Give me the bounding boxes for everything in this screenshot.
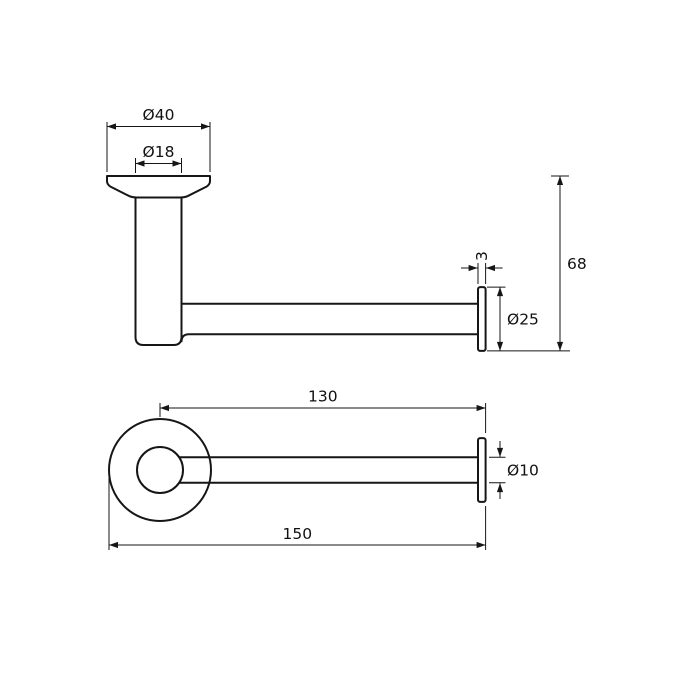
plan-view — [108, 418, 487, 522]
dim-overall-length — [108, 477, 487, 550]
dim-label-disc-diameter: Ø25 — [507, 311, 539, 329]
dim-label-flange-diameter: Ø40 — [143, 106, 175, 124]
dim-disc-diameter — [487, 286, 506, 351]
dimension-lines — [106, 122, 570, 550]
dim-label-disc-thickness: 3 — [473, 251, 491, 261]
dim-arm-length — [159, 403, 487, 433]
side-view-post — [134, 196, 183, 346]
dim-label-overall-height: 68 — [567, 255, 587, 273]
dim-label-post-diameter: Ø18 — [143, 143, 175, 161]
dim-post-diameter — [135, 158, 182, 173]
dim-arm-diameter — [489, 441, 506, 499]
plan-view-post-circle — [136, 446, 184, 494]
side-view-flange — [106, 175, 211, 199]
plan-view-end-disc — [477, 437, 487, 503]
dim-label-overall-length: 150 — [283, 525, 313, 543]
side-view-arm-bottom-line — [180, 333, 479, 343]
dim-overall-height — [487, 175, 570, 352]
dimension-labels: Ø40 Ø18 3 68 Ø25 130 Ø10 150 — [143, 106, 587, 543]
dim-label-arm-length: 130 — [308, 388, 338, 406]
dim-label-arm-diameter: Ø10 — [507, 462, 539, 480]
side-view-end-disc — [477, 286, 487, 352]
plan-view-flange-circle — [108, 418, 212, 522]
dim-flange-diameter — [106, 122, 211, 172]
dim-disc-thickness — [461, 263, 503, 284]
side-view — [106, 175, 487, 352]
